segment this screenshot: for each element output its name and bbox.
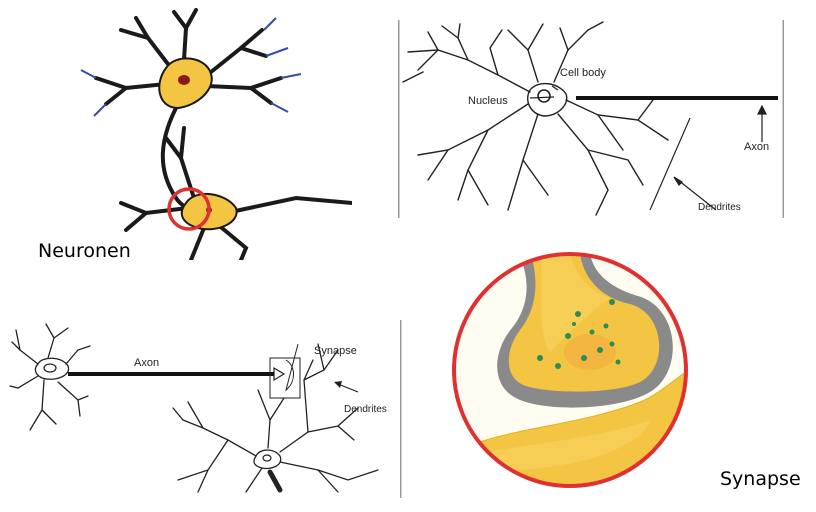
synapse-label: Synapse bbox=[314, 345, 357, 357]
axon-label: Axon bbox=[134, 357, 159, 369]
nucleus-label: Nucleus bbox=[468, 95, 508, 107]
axon-line bbox=[576, 96, 778, 100]
neuronen-caption: Neuronen bbox=[38, 240, 137, 262]
labeled-neuron-diagram: Cell body Nucleus Axon Dendrites bbox=[398, 20, 784, 218]
upper-nucleus bbox=[178, 75, 190, 85]
colored-neurons-illustration bbox=[66, 8, 352, 260]
cell-body-label: Cell body bbox=[560, 67, 606, 79]
synapse-closeup-illustration bbox=[440, 252, 692, 496]
neuron-connection-diagram: Axon Synapse Dendrites bbox=[8, 320, 402, 498]
synapse-caption: Synapse bbox=[720, 468, 801, 490]
connecting-axon-line bbox=[68, 372, 274, 376]
dendrites-label: Dendrites bbox=[344, 404, 387, 415]
dendrites-label: Dendrites bbox=[698, 202, 741, 213]
axon-label: Axon bbox=[744, 141, 769, 153]
nucleus-shape bbox=[538, 90, 550, 102]
